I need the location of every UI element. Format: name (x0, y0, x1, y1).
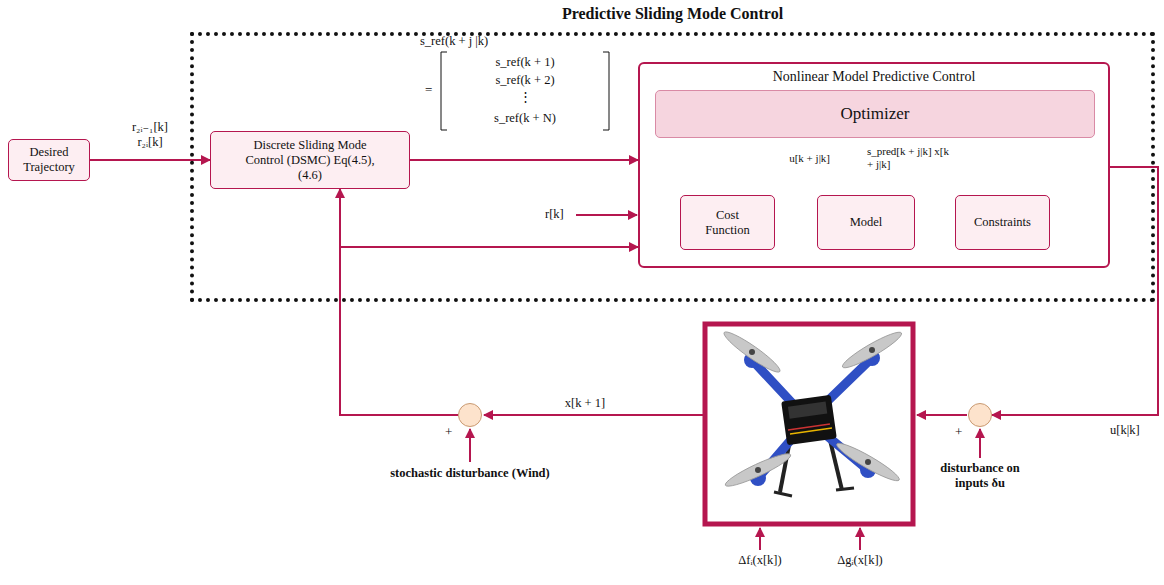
quadrotor-illustration (721, 328, 905, 496)
process-box: Model (817, 195, 915, 250)
process-box: Cost Function (680, 195, 775, 250)
signal-connector (340, 189, 458, 415)
signal-label: s_ref(k + 1) (447, 55, 603, 70)
signal-label: = (425, 82, 439, 98)
edge-label: u[k + j|k] (770, 152, 830, 165)
edge-label: r₂ᵢ₋₁[k] r₂ᵢ[k] (118, 120, 182, 150)
optimizer-box: Optimizer (655, 90, 1095, 138)
sign-label: + (955, 424, 962, 440)
process-box: Desired Trajectory (8, 139, 90, 181)
signal-connector (410, 159, 638, 161)
sign-label: + (445, 424, 452, 440)
signal-label: Δfᵢ(x[k]) (725, 553, 795, 568)
process-box: Discrete Sliding Mode Control (DSMC) Eq(… (210, 131, 410, 189)
node-label: Predictive Sliding Mode Control (194, 5, 1151, 23)
edge-label: u[k|k] (1110, 423, 1156, 438)
disturbance-label: stochastic disturbance (Wind) (380, 466, 560, 481)
signal-label: s_ref(k + 2) (447, 73, 603, 88)
node-label: Constraints (974, 215, 1031, 230)
matrix-bracket (441, 52, 447, 130)
signal-label: Δgᵢ(x[k]) (825, 553, 895, 568)
process-box: Constraints (955, 195, 1050, 250)
disturbance-arrow (759, 528, 761, 550)
signal-connector (340, 247, 638, 415)
signal-label: ⋮ (447, 89, 603, 105)
disturbance-arrow (859, 528, 861, 550)
matrix-bracket (603, 52, 609, 130)
signal-label: r[k] (545, 207, 575, 222)
controller-group: Predictive Sliding Mode ControlDiscrete … (190, 32, 1155, 302)
disturbance-arrow (469, 429, 471, 462)
node-label: Model (850, 215, 883, 230)
edge-label: s_pred[k + j|k] x[k + j|k] (867, 145, 953, 171)
signal-label: x[k + 1] (555, 396, 615, 411)
node-label: Optimizer (841, 104, 910, 124)
signal-label: s_ref(k + j |k) (420, 34, 550, 49)
node-label: Discrete Sliding Mode Control (DSMC) Eq(… (243, 138, 378, 183)
node-label: Nonlinear Model Predictive Control (640, 64, 1108, 85)
node-label: Cost Function (693, 208, 763, 238)
signal-arrow (576, 214, 637, 216)
plant-frame (705, 324, 913, 524)
summing-junction: + (968, 403, 992, 427)
signal-arrow (484, 414, 703, 416)
summing-junction: + (458, 403, 482, 427)
signal-label: s_ref(k + N) (447, 111, 603, 126)
node-label: Desired Trajectory (14, 145, 84, 175)
disturbance-arrow (979, 429, 981, 458)
disturbance-label: disturbance on inputs δu (935, 461, 1025, 491)
signal-arrow (917, 414, 967, 416)
